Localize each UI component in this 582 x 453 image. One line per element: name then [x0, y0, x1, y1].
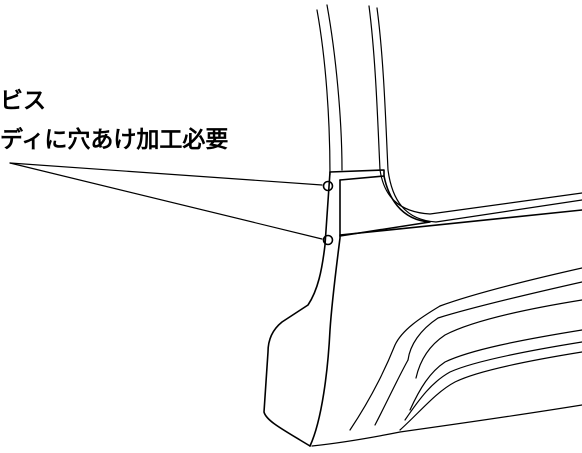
- pillar-outline-mid: [326, 4, 343, 171]
- side-skirt-rocker-2: [374, 359, 409, 426]
- leader-line-upper: [9, 162, 323, 186]
- mudflap-bracket-top: [329, 169, 385, 181]
- side-skirt-line-3: [415, 299, 582, 379]
- pillar-outline-right: [376, 7, 582, 223]
- mudflap-outline: [263, 171, 331, 447]
- mudflap-bracket-ledge: [339, 175, 431, 237]
- leader-line-lower: [9, 162, 323, 240]
- side-skirt-line-5: [404, 341, 582, 421]
- side-skirt-bottom: [311, 404, 582, 447]
- side-skirt-line-1: [439, 267, 582, 307]
- pillar-outline-left: [316, 9, 331, 176]
- body-sill-line: [339, 209, 582, 236]
- mudflap-front-edge: [309, 179, 341, 447]
- side-skirt-line-2: [407, 281, 582, 361]
- callout-label-drilling-required: ディに穴あけ加工必要: [0, 127, 229, 153]
- callout-label-screw: ビス: [0, 88, 46, 114]
- bolt-hole-lower: [322, 234, 334, 246]
- bolt-hole-upper: [322, 180, 334, 192]
- pillar-outline-inner: [368, 5, 582, 215]
- side-skirt-rocker: [349, 305, 441, 431]
- side-skirt-line-4: [409, 329, 582, 411]
- side-skirt-line-6: [399, 351, 582, 431]
